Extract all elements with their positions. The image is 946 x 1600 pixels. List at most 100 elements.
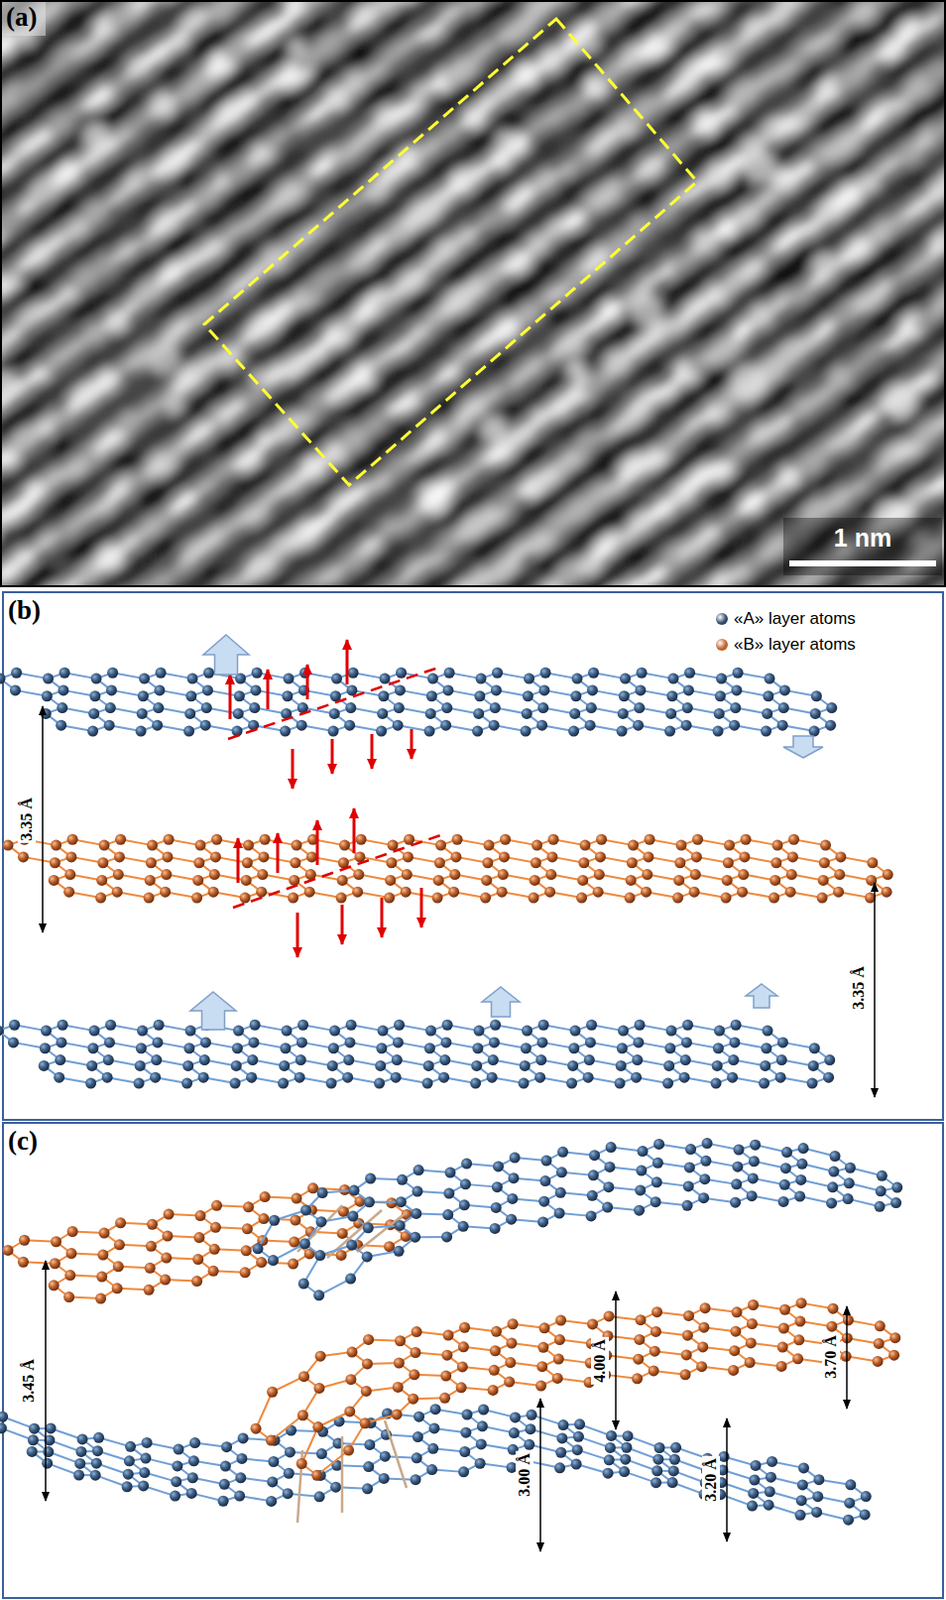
atom <box>328 725 340 737</box>
atom <box>720 892 732 904</box>
atom <box>135 725 147 737</box>
atom <box>375 1042 387 1054</box>
fringe-gap <box>932 26 946 55</box>
atom <box>546 850 558 862</box>
atom <box>473 1025 485 1037</box>
atom <box>866 856 878 868</box>
atom <box>306 850 318 862</box>
atom <box>548 833 560 845</box>
atom <box>568 1042 580 1054</box>
atom <box>88 708 100 719</box>
atom <box>145 856 157 868</box>
selection-rectangle <box>204 18 698 485</box>
atom <box>470 1077 481 1089</box>
atom <box>570 1025 582 1037</box>
atom <box>105 1019 117 1031</box>
atom <box>153 1019 165 1031</box>
atom <box>376 708 388 719</box>
fringe-blob <box>921 340 946 380</box>
atom <box>534 1071 546 1083</box>
fringe-group <box>0 0 946 588</box>
atom <box>723 839 735 851</box>
atom <box>210 850 222 862</box>
tem-image <box>0 0 946 588</box>
atom <box>529 874 541 886</box>
atom <box>208 886 220 898</box>
atom <box>576 892 588 904</box>
atom <box>95 892 107 904</box>
graphene-sheet <box>2 833 894 904</box>
atom <box>2 839 14 851</box>
bright-spot <box>630 293 664 327</box>
atom <box>191 892 203 904</box>
atom <box>211 833 223 845</box>
atom <box>481 856 493 868</box>
bright-spot <box>881 383 918 420</box>
panel-frame <box>2 591 944 1120</box>
atom <box>578 856 590 868</box>
atom <box>631 1054 643 1065</box>
atom <box>402 850 414 862</box>
image-border <box>0 0 946 587</box>
atom <box>104 1036 116 1048</box>
atom <box>721 874 733 886</box>
atom <box>759 1060 771 1071</box>
atom <box>355 833 367 845</box>
atom <box>713 1025 725 1037</box>
atom <box>472 1042 483 1054</box>
atom <box>146 839 158 851</box>
atom <box>393 1019 405 1031</box>
atom <box>521 1025 533 1037</box>
atom <box>479 892 491 904</box>
atom <box>144 874 156 886</box>
atom <box>663 1060 675 1071</box>
atom <box>681 1036 693 1048</box>
atom <box>740 833 752 845</box>
atom <box>39 1042 51 1054</box>
atom <box>682 1019 694 1031</box>
atom <box>17 850 29 862</box>
atom <box>279 725 291 737</box>
atom <box>133 1077 145 1089</box>
atom <box>769 874 781 886</box>
lattice-fringes <box>0 0 946 588</box>
atom <box>567 1060 579 1071</box>
atom <box>373 1077 385 1089</box>
atom <box>336 892 348 904</box>
atom <box>760 725 772 737</box>
atom <box>882 868 894 880</box>
graphene-sheet <box>0 1019 835 1089</box>
atom <box>55 1036 67 1048</box>
atom <box>819 856 830 868</box>
atom <box>296 719 308 731</box>
atom <box>232 1042 243 1054</box>
atom <box>544 886 556 898</box>
atom <box>487 1054 499 1065</box>
atom <box>434 856 446 868</box>
atom <box>664 725 676 737</box>
atom <box>246 1054 258 1065</box>
atom <box>87 725 99 737</box>
atom <box>785 886 797 898</box>
atom <box>488 719 500 731</box>
atom <box>192 874 204 886</box>
bright-spot <box>767 420 786 439</box>
atom <box>448 886 460 898</box>
atom <box>103 1054 115 1065</box>
atom <box>772 839 784 851</box>
atom <box>390 1071 402 1083</box>
atom <box>239 892 251 904</box>
atom <box>530 856 542 868</box>
atom <box>730 1019 742 1031</box>
atom <box>536 719 548 731</box>
atom <box>727 1054 739 1065</box>
fringe-gap <box>917 377 946 413</box>
atom <box>712 725 724 737</box>
atom <box>377 1025 389 1037</box>
atom <box>339 839 351 851</box>
atom <box>230 1077 241 1089</box>
atom <box>48 874 60 886</box>
atom <box>181 1077 193 1089</box>
atom <box>690 868 702 880</box>
atom <box>449 868 461 880</box>
